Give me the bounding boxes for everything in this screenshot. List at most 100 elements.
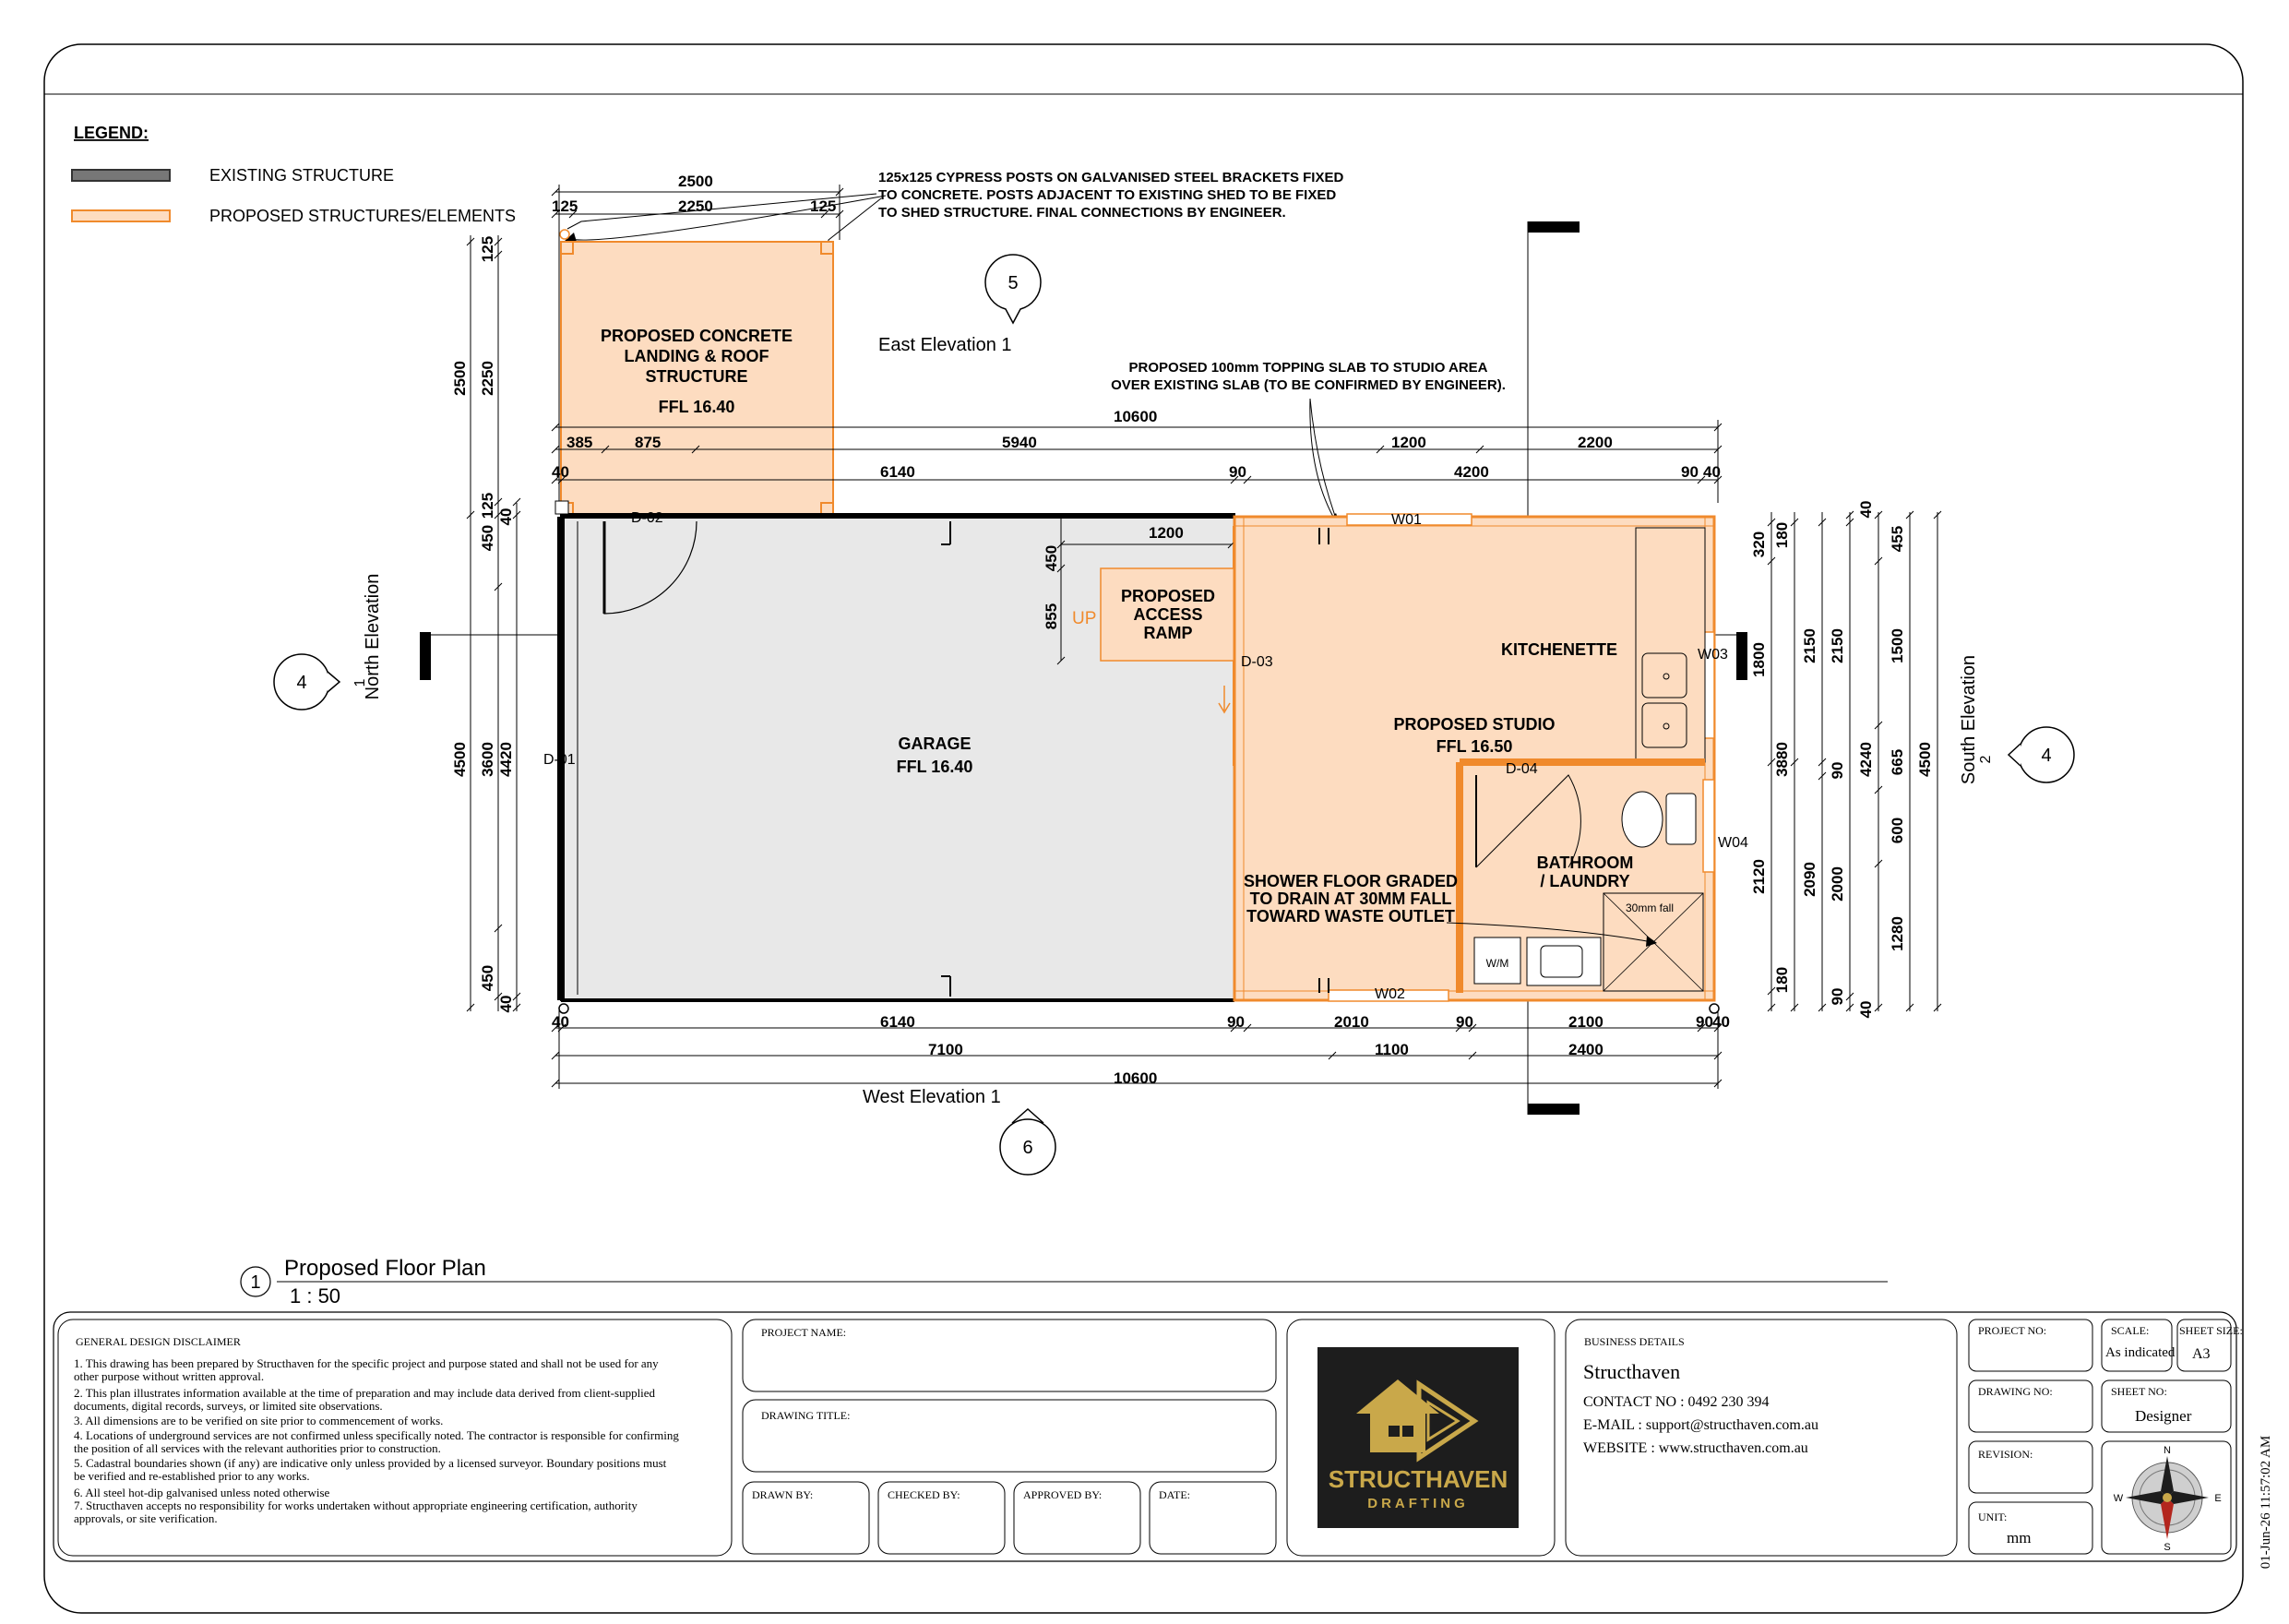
svg-text:4. Locations of underground s: 4. Locations of underground services are…	[74, 1428, 679, 1442]
svg-text:2010: 2010	[1334, 1013, 1369, 1031]
svg-text:KITCHENETTE: KITCHENETTE	[1501, 640, 1617, 659]
legend-proposed-swatch	[71, 209, 171, 222]
svg-text:DRAWING TITLE:: DRAWING TITLE:	[761, 1409, 850, 1422]
svg-text:Designer: Designer	[2135, 1407, 2192, 1425]
svg-text:DRAWN BY:: DRAWN BY:	[752, 1488, 813, 1501]
svg-text:CHECKED BY:: CHECKED BY:	[888, 1488, 960, 1501]
svg-text:the position of all services w: the position of all services with the re…	[74, 1441, 441, 1455]
east-elevation-label: East Elevation 1	[878, 335, 1012, 355]
drawing-title-box[interactable]	[742, 1399, 1277, 1473]
svg-text:mm: mm	[2007, 1529, 2031, 1546]
laundry-sink	[1526, 937, 1602, 986]
svg-text:BUSINESS DETAILS: BUSINESS DETAILS	[1584, 1335, 1685, 1348]
ramp-label: PROPOSED ACCESS RAMP	[1121, 587, 1215, 642]
approved-by-box[interactable]	[1013, 1481, 1141, 1555]
svg-text:2400: 2400	[1568, 1041, 1603, 1058]
svg-text:90: 90	[1696, 1013, 1713, 1031]
svg-text:40: 40	[497, 996, 515, 1013]
sheet-border	[43, 43, 2244, 1614]
legend-title: LEGEND:	[74, 124, 149, 142]
svg-text:FFL 16.40: FFL 16.40	[659, 398, 735, 416]
plan-title: 1 Proposed Floor Plan 1 : 50	[240, 1256, 1888, 1308]
drawing-no-box[interactable]	[1968, 1379, 2093, 1433]
svg-text:UNIT:: UNIT:	[1978, 1511, 2007, 1523]
disclaimer-box	[57, 1319, 733, 1557]
project-no-box[interactable]	[1968, 1319, 2093, 1372]
svg-text:4500: 4500	[1916, 742, 1934, 777]
east-elevation-marker[interactable]: 5	[984, 254, 1042, 325]
bottom-dimension-text: 40 6140 90 2010 90 2100 90 40 7100 1100 …	[552, 1013, 1730, 1087]
svg-text:665: 665	[1889, 749, 1906, 775]
top-dimensions	[551, 185, 1723, 503]
toilet	[1621, 791, 1663, 848]
ramp-dim-450: 450	[1043, 545, 1060, 571]
date-box[interactable]	[1149, 1481, 1277, 1555]
svg-text:2150: 2150	[1801, 628, 1818, 663]
svg-text:2: 2	[1978, 755, 1994, 763]
svg-text:PROPOSED 100mm TOPPING SLAB TO: PROPOSED 100mm TOPPING SLAB TO STUDIO AR…	[1129, 360, 1488, 376]
svg-text:40: 40	[1703, 463, 1721, 481]
svg-text:be verified and re-established: be verified and re-established prior to …	[74, 1469, 310, 1483]
svg-text:APPROVED BY:: APPROVED BY:	[1023, 1488, 1102, 1501]
svg-text:1: 1	[250, 1272, 260, 1293]
landing-label: PROPOSED CONCRETE LANDING & ROOF STRUCTU…	[601, 327, 793, 416]
svg-text:2250: 2250	[678, 197, 713, 215]
svg-text:WEBSITE : www.structhaven.com.: WEBSITE : www.structhaven.com.au	[1583, 1440, 1808, 1456]
sheet-size-box	[2176, 1319, 2232, 1372]
door-d02-swing	[603, 520, 697, 615]
unit-box	[1968, 1501, 2093, 1555]
svg-text:7100: 7100	[928, 1041, 963, 1058]
north-elevation-marker[interactable]: 4	[273, 653, 341, 710]
right-dimension-text: 320 1800 2120 180 180 2150 3880 2090 215…	[1750, 501, 1934, 1019]
svg-text:DATE:: DATE:	[1159, 1488, 1190, 1501]
svg-text:D-02: D-02	[631, 510, 663, 526]
svg-text:PROJECT NAME:: PROJECT NAME:	[761, 1326, 846, 1339]
svg-text:1 : 50: 1 : 50	[290, 1284, 340, 1308]
svg-text:10600: 10600	[1114, 1069, 1157, 1087]
garage-label: GARAGE FFL 16.40	[897, 734, 973, 776]
company-logo: STRUCTHAVEN DRAFTING	[1317, 1347, 1519, 1528]
svg-text:Structhaven: Structhaven	[1583, 1360, 1680, 1383]
svg-text:TO DRAIN AT 30MM FALL: TO DRAIN AT 30MM FALL	[1250, 890, 1452, 908]
compass-box	[2101, 1440, 2232, 1555]
legend-existing-label: EXISTING STRUCTURE	[209, 166, 394, 185]
west-elevation-marker[interactable]: 6	[999, 1107, 1056, 1176]
svg-text:125: 125	[479, 236, 496, 262]
svg-text:GARAGE: GARAGE	[898, 734, 971, 753]
svg-text:4: 4	[2041, 746, 2051, 766]
disclaimer-title: GENERAL DESIGN DISCLAIMER	[76, 1335, 241, 1348]
svg-text:DRAWING NO:: DRAWING NO:	[1978, 1385, 2053, 1398]
svg-text:40: 40	[1857, 501, 1875, 519]
svg-text:3600: 3600	[479, 742, 496, 777]
svg-text:90: 90	[1227, 1013, 1245, 1031]
svg-text:1800: 1800	[1750, 642, 1768, 677]
svg-text:385: 385	[566, 434, 592, 451]
svg-text:7. Structhaven accepts no res: 7. Structhaven accepts no responsibility…	[74, 1499, 638, 1512]
svg-text:E-MAIL : support@structhaven.c: E-MAIL : support@structhaven.com.au	[1583, 1417, 1818, 1433]
svg-text:A3: A3	[2192, 1346, 2211, 1362]
svg-text:W02: W02	[1375, 986, 1405, 1002]
bottom-dimensions	[551, 1010, 1723, 1089]
svg-text:40: 40	[1857, 1001, 1875, 1019]
svg-text:other purpose without written: other purpose without written approval.	[74, 1369, 264, 1383]
svg-text:4420: 4420	[497, 742, 515, 777]
svg-text:455: 455	[1889, 526, 1906, 552]
svg-text:3880: 3880	[1773, 742, 1791, 777]
svg-text:10600: 10600	[1114, 408, 1157, 425]
svg-text:450: 450	[479, 525, 496, 551]
svg-text:PROPOSED STUDIO: PROPOSED STUDIO	[1393, 715, 1555, 734]
project-name-box[interactable]	[742, 1319, 1277, 1392]
shower	[1603, 892, 1704, 992]
revision-box[interactable]	[1968, 1440, 2093, 1494]
svg-text:180: 180	[1773, 522, 1791, 548]
checked-by-box[interactable]	[877, 1481, 1006, 1555]
svg-text:1: 1	[352, 678, 368, 687]
svg-text:PROPOSED CONCRETE: PROPOSED CONCRETE	[601, 327, 793, 345]
south-elevation-marker[interactable]: 4	[2007, 726, 2075, 783]
svg-text:40: 40	[497, 508, 515, 526]
svg-text:SHOWER FLOOR GRADED: SHOWER FLOOR GRADED	[1244, 872, 1458, 890]
sheet-no-box	[2101, 1379, 2232, 1433]
svg-text:40: 40	[552, 463, 569, 481]
svg-text:Proposed Floor Plan: Proposed Floor Plan	[284, 1256, 486, 1281]
drawn-by-box[interactable]	[742, 1481, 870, 1555]
